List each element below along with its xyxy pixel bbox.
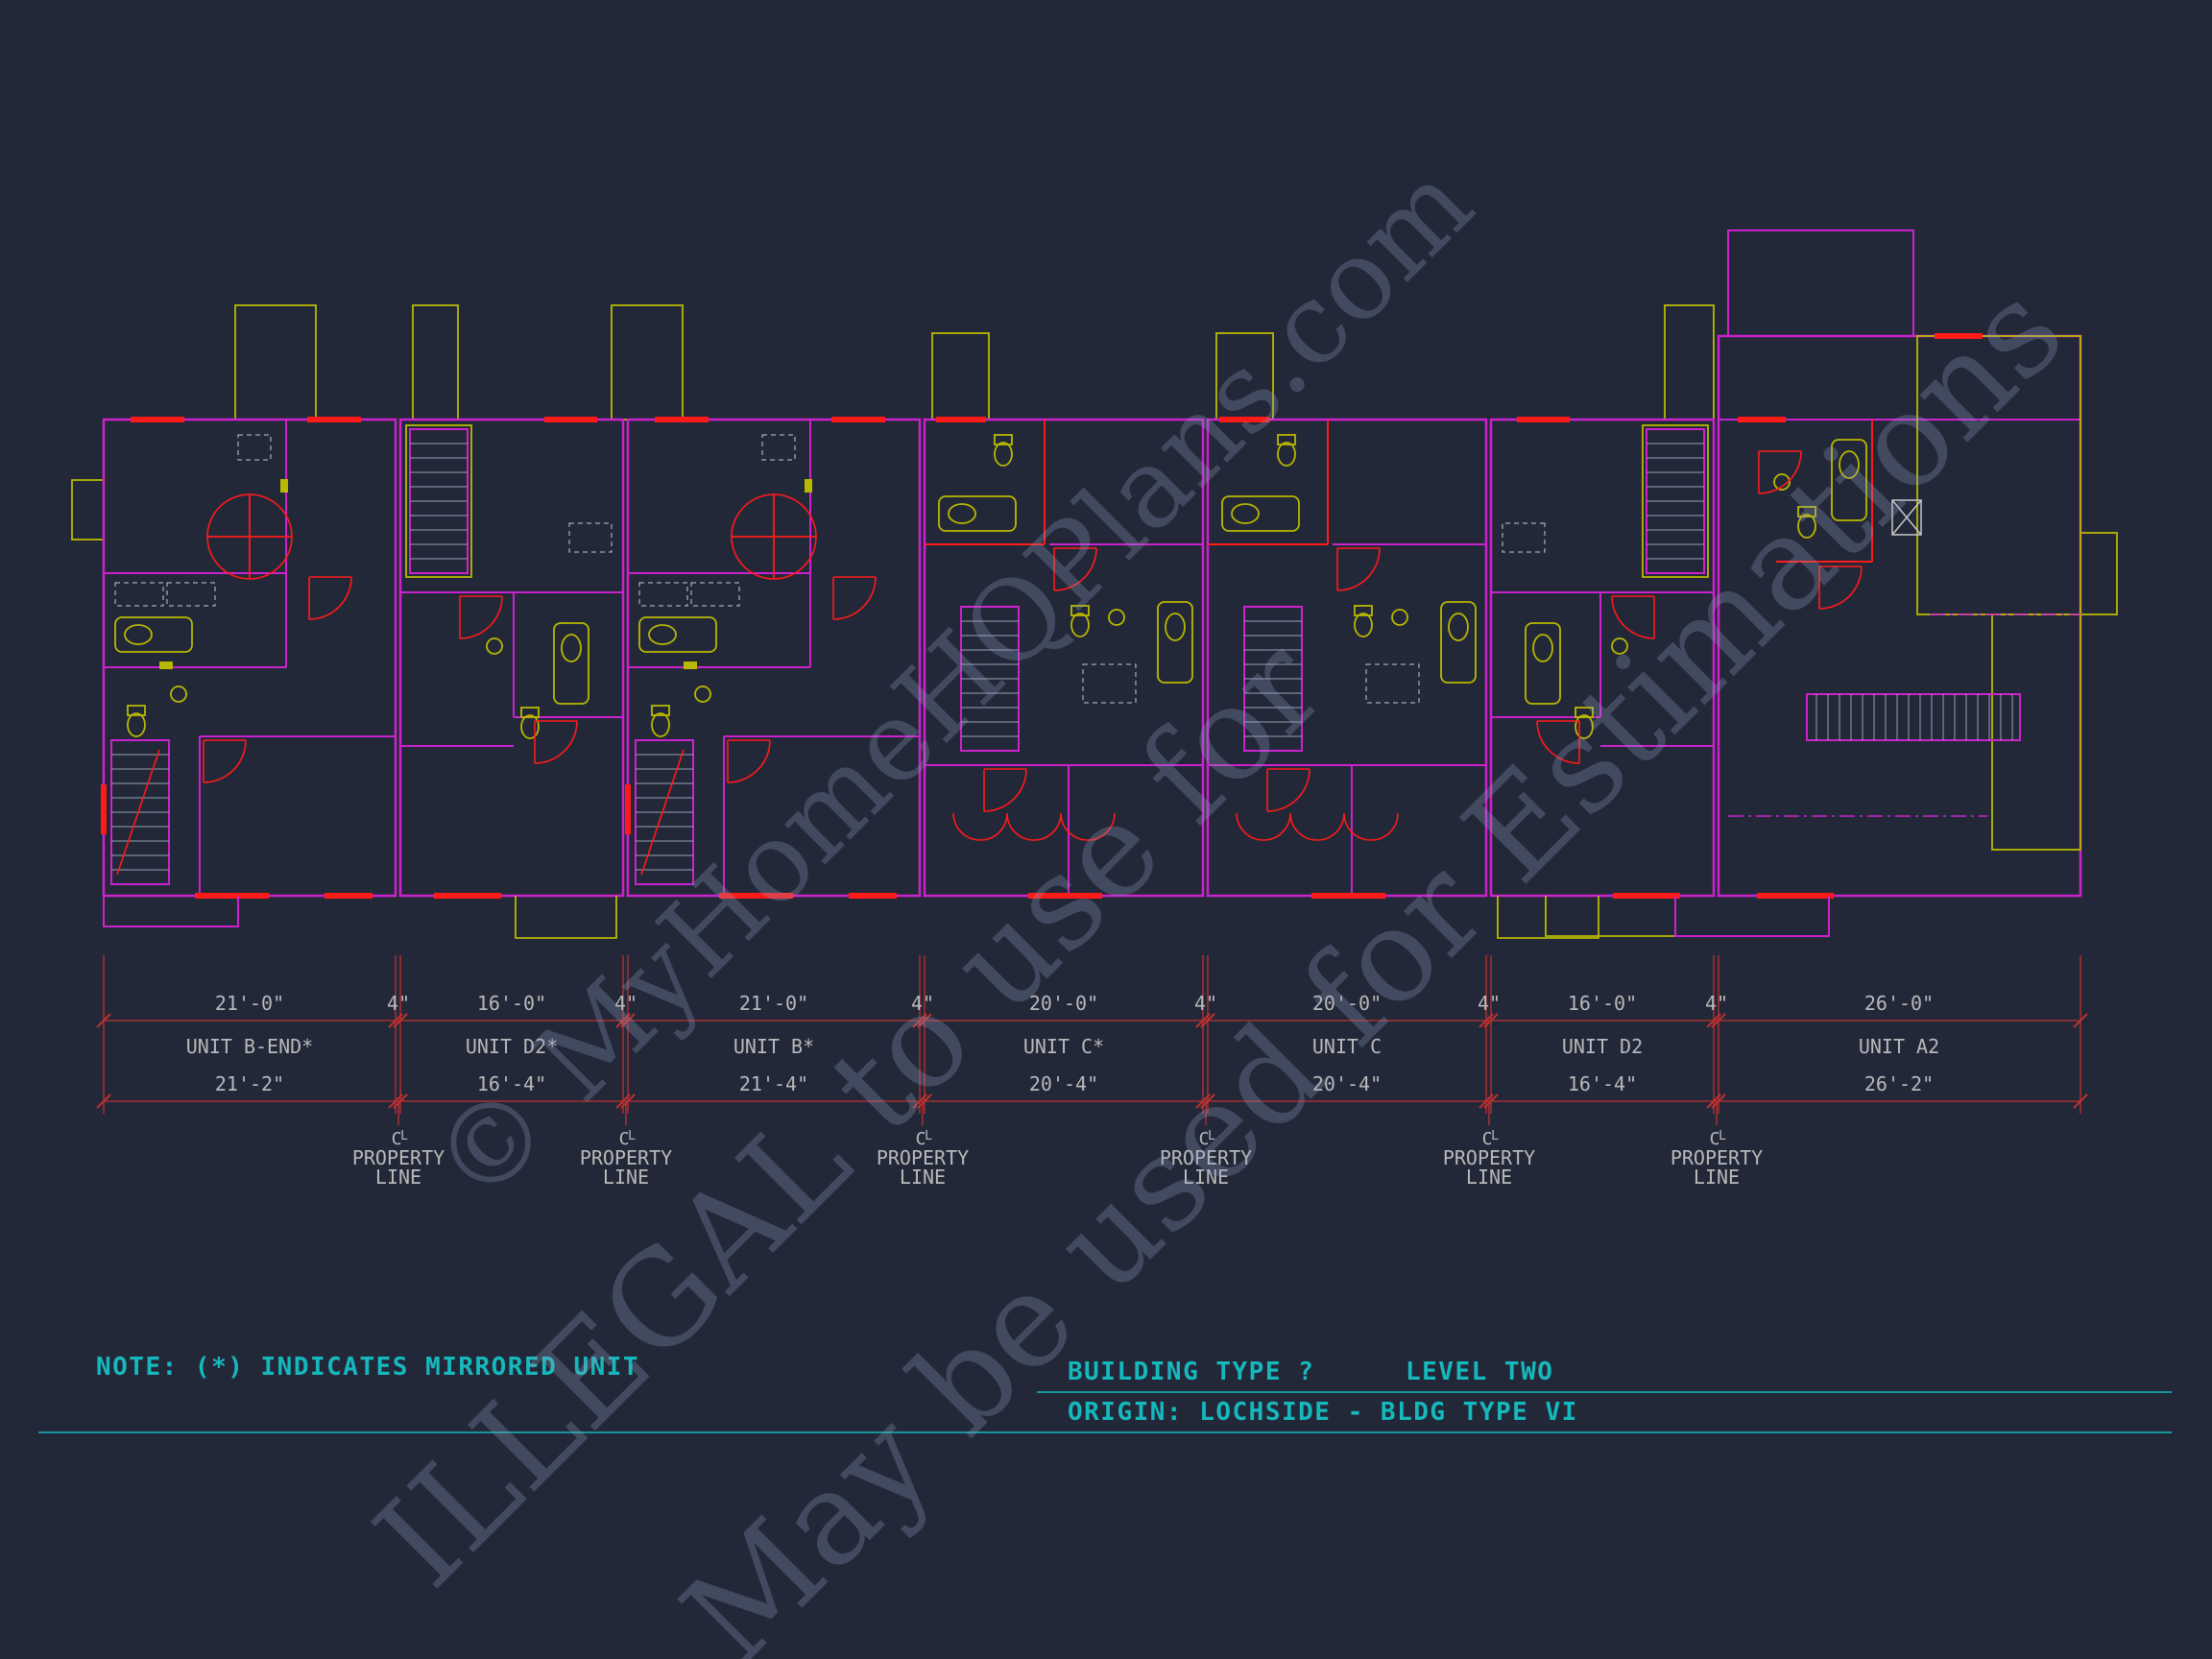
dim-top-0: 21'-0": [215, 992, 284, 1015]
centerline-symbol: C: [1199, 1129, 1210, 1149]
unit-label-4: UNIT C: [1312, 1035, 1382, 1058]
svg-text:PROPERTY: PROPERTY: [1160, 1146, 1252, 1169]
property-line-label-6: C L PROPERTY LINE: [1671, 1129, 1763, 1189]
centerline-symbol-l: L: [1491, 1129, 1499, 1143]
top-dimension-row: 21'-0" 4" 16'-0" 4" 21'-0" 4" 20'-0" 4" …: [215, 992, 1934, 1015]
unit-label-3: UNIT C*: [1023, 1035, 1104, 1058]
unit-label-6: UNIT A2: [1859, 1035, 1939, 1058]
unit-label-0: UNIT B-END*: [186, 1035, 313, 1058]
svg-text:PROPERTY: PROPERTY: [580, 1146, 672, 1169]
dim-top-5: 4": [911, 992, 934, 1015]
property-line-label-3: C L PROPERTY LINE: [877, 1129, 969, 1189]
title-block: BUILDING TYPE ? LEVEL TWO ORIGIN: LOCHSI…: [38, 1358, 2172, 1433]
centerline-symbol: C: [392, 1129, 402, 1149]
centerline-symbol-l: L: [1208, 1129, 1215, 1143]
dim-bottom-2: 21'-4": [739, 1072, 808, 1095]
centerline-symbol-l: L: [925, 1129, 932, 1143]
bottom-dimension-row: 21'-2" 16'-4" 21'-4" 20'-4" 20'-4" 16'-4…: [215, 1072, 1934, 1095]
svg-text:LINE: LINE: [603, 1166, 649, 1189]
unit-label-2: UNIT B*: [733, 1035, 814, 1058]
svg-text:PROPERTY: PROPERTY: [1671, 1146, 1763, 1169]
dim-top-8: 20'-0": [1312, 992, 1382, 1015]
property-line-label-2: C L PROPERTY LINE: [580, 1129, 672, 1189]
foundation-projections: [103, 896, 1830, 937]
unit-plan-d2-mirrored: [400, 420, 623, 938]
dim-top-3: 4": [614, 992, 637, 1015]
dimension-lines: [96, 955, 2088, 1125]
building-type-label: BUILDING TYPE ?: [1068, 1358, 1314, 1386]
property-line-label-5: C L PROPERTY LINE: [1443, 1129, 1535, 1189]
centerline-symbol: C: [619, 1129, 630, 1149]
svg-text:PROPERTY: PROPERTY: [1443, 1146, 1535, 1169]
centerline-symbol: C: [1482, 1129, 1493, 1149]
building-floor-plan: [71, 229, 2118, 938]
dim-bottom-6: 26'-2": [1864, 1072, 1934, 1095]
level-label: LEVEL TWO: [1406, 1358, 1553, 1386]
dim-bottom-1: 16'-4": [477, 1072, 546, 1095]
svg-text:LINE: LINE: [1694, 1166, 1740, 1189]
watermark-line-3: May be used for Estimations: [655, 255, 2092, 1659]
svg-text:PROPERTY: PROPERTY: [352, 1146, 445, 1169]
dim-bottom-3: 20'-4": [1029, 1072, 1098, 1095]
dim-bottom-0: 21'-2": [215, 1072, 284, 1095]
centerline-symbol-l: L: [400, 1129, 408, 1143]
centerline-symbol-l: L: [1719, 1129, 1726, 1143]
unit-label-row: UNIT B-END* UNIT D2* UNIT B* UNIT C* UNI…: [186, 1035, 1939, 1058]
dim-top-9: 4": [1478, 992, 1501, 1015]
dim-top-4: 21'-0": [739, 992, 808, 1015]
svg-text:LINE: LINE: [1183, 1166, 1229, 1189]
dim-top-2: 16'-0": [477, 992, 546, 1015]
dim-bottom-4: 20'-4": [1312, 1072, 1382, 1095]
dim-top-12: 26'-0": [1864, 992, 1934, 1015]
svg-text:LINE: LINE: [900, 1166, 946, 1189]
unit-label-5: UNIT D2: [1562, 1035, 1643, 1058]
svg-text:LINE: LINE: [1466, 1166, 1512, 1189]
svg-text:PROPERTY: PROPERTY: [877, 1146, 969, 1169]
centerline-symbol: C: [1710, 1129, 1720, 1149]
property-line-label-4: C L PROPERTY LINE: [1160, 1129, 1252, 1189]
dim-top-1: 4": [387, 992, 410, 1015]
unit-plan-b-end: [104, 420, 396, 896]
origin-label: ORIGIN: LOCHSIDE - BLDG TYPE VI: [1068, 1398, 1578, 1427]
centerline-symbol-l: L: [628, 1129, 636, 1143]
dim-top-6: 20'-0": [1029, 992, 1098, 1015]
dim-bottom-5: 16'-4": [1568, 1072, 1637, 1095]
dim-top-10: 16'-0": [1568, 992, 1637, 1015]
mirrored-unit-note: NOTE: (*) INDICATES MIRRORED UNIT: [96, 1353, 639, 1382]
dim-top-7: 4": [1194, 992, 1217, 1015]
unit-label-1: UNIT D2*: [466, 1035, 558, 1058]
svg-text:LINE: LINE: [375, 1166, 421, 1189]
centerline-symbol: C: [916, 1129, 926, 1149]
dim-top-11: 4": [1705, 992, 1728, 1015]
property-line-label-1: C L PROPERTY LINE: [352, 1129, 445, 1189]
property-line-labels: C L PROPERTY LINE C L PROPERTY LINE C L …: [352, 1129, 1763, 1189]
